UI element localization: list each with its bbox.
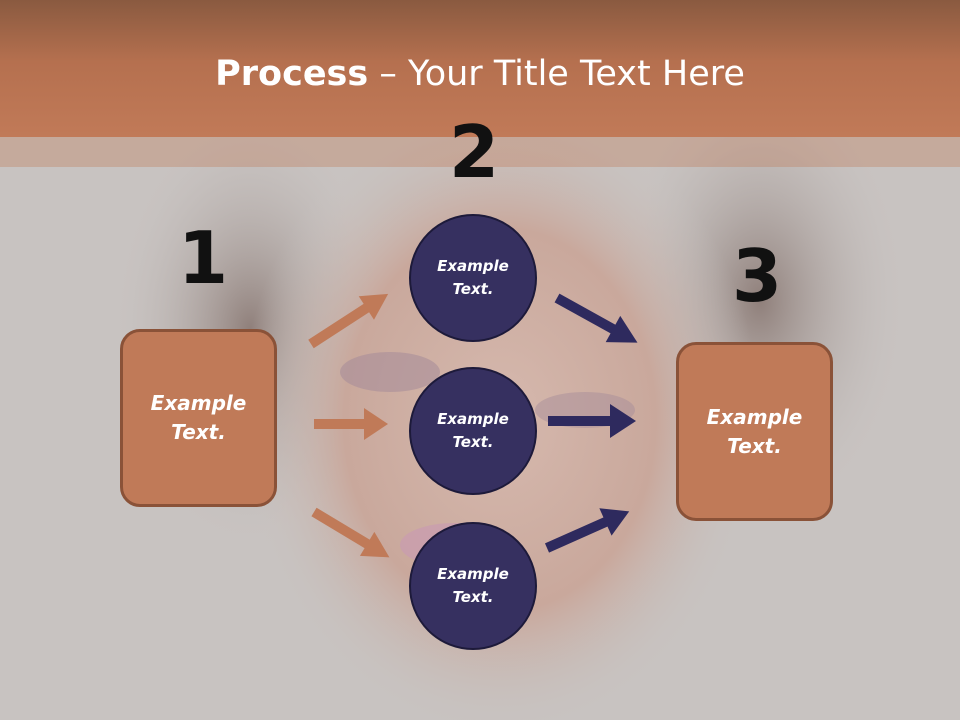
- right-text-box: Example Text.: [676, 342, 833, 521]
- circle-bottom: Example Text.: [409, 522, 537, 650]
- arrow-right-middle: [548, 404, 636, 438]
- title-banner: [0, 0, 960, 137]
- arrow-right-top: [554, 293, 638, 343]
- arrow-left-bottom: [311, 507, 390, 558]
- title-separator: –: [368, 54, 408, 94]
- title-rest: Your Title Text Here: [407, 54, 745, 94]
- step-number-3: 3: [732, 234, 783, 318]
- arrow-left-top: [308, 293, 389, 349]
- circle-top: Example Text.: [409, 214, 537, 342]
- step-number-1: 1: [178, 216, 229, 300]
- left-box-text: Example Text.: [150, 391, 247, 444]
- circle-middle-text: Example Text.: [437, 410, 509, 451]
- circle-middle: Example Text.: [409, 367, 537, 495]
- circle-top-text: Example Text.: [437, 257, 509, 298]
- title-banner-strip: [0, 137, 960, 167]
- circle-bottom-text: Example Text.: [437, 565, 509, 606]
- right-box-text: Example Text.: [706, 404, 803, 458]
- left-text-box: Example Text.: [120, 329, 277, 507]
- arrow-right-bottom: [544, 508, 630, 553]
- step-number-2: 2: [449, 110, 500, 194]
- arrow-left-middle: [314, 408, 388, 440]
- slide-title: Process – Your Title Text Here: [0, 52, 960, 96]
- title-bold: Process: [215, 54, 369, 94]
